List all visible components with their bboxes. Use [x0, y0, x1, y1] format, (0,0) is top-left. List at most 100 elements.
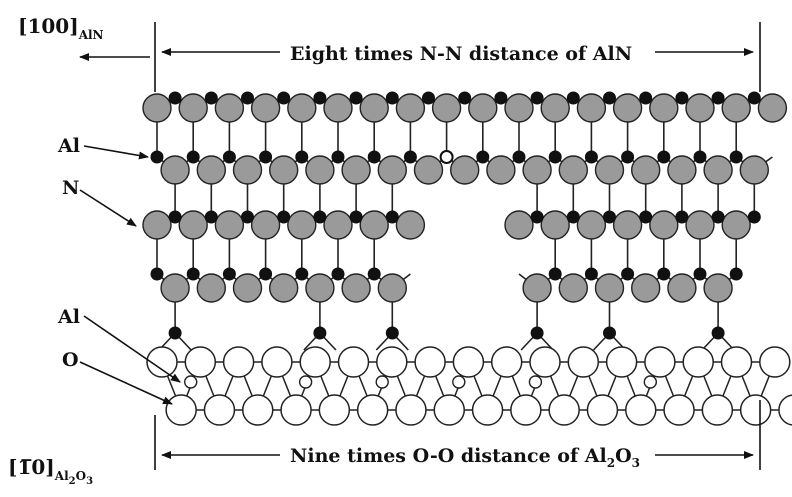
oxygen-atom: [433, 394, 465, 426]
nitrogen-atom: [287, 210, 317, 240]
aluminum-atom: [639, 210, 653, 224]
nitrogen-atom: [413, 155, 444, 185]
nitrogen-atom: [649, 210, 679, 240]
aluminum-atom: [639, 91, 653, 105]
nitrogen-atom: [359, 93, 389, 123]
nitrogen-atom: [703, 155, 733, 185]
nitrogen-atom: [323, 93, 353, 123]
bottom-span-label: Nine times O-O distance of Al2O3: [290, 445, 640, 470]
aluminum-atom: [259, 267, 273, 281]
nitrogen-atom: [377, 273, 407, 303]
aluminum-atom: [331, 267, 345, 281]
oxygen-atom: [567, 346, 600, 378]
nitrogen-atom: [232, 273, 263, 303]
pointer-al-top: [83, 145, 149, 160]
atom-labels: Al N Al O: [57, 135, 181, 405]
nitrogen-atom: [341, 155, 371, 185]
nitrogen-atom: [269, 155, 299, 185]
nitrogen-atom: [269, 273, 299, 303]
nitrogen-atom: [703, 273, 733, 303]
aluminum-atom: [693, 150, 707, 164]
aluminum-atom: [512, 150, 526, 164]
nitrogen-atom: [667, 273, 697, 303]
nitrogen-atom: [757, 93, 788, 123]
aluminum-atom: [222, 150, 236, 164]
aluminum-atom: [548, 267, 562, 281]
oxygen-atom: [605, 346, 638, 378]
bottom-span-post: O: [615, 445, 632, 467]
aluminum-atom: [168, 91, 182, 105]
aluminum-atom: [385, 91, 399, 105]
top-span-label: Eight times N-N distance of AlN: [290, 43, 632, 65]
nitrogen-atom: [522, 273, 552, 303]
aluminum-atom: [621, 150, 635, 164]
oxygen-atom: [739, 394, 772, 426]
bottom-span-sub2: 3: [632, 456, 640, 470]
oxygen-atom: [625, 394, 657, 426]
aluminum-atom: [675, 91, 689, 105]
aluminum-atom: [313, 91, 327, 105]
nitrogen-atom: [594, 273, 625, 303]
aluminum-atom: [186, 267, 200, 281]
aluminum-atom: [657, 267, 671, 281]
nitrogen-atom: [250, 210, 281, 240]
aluminum-atom: [204, 210, 218, 224]
aluminum-atom: [530, 326, 544, 340]
nitrogen-atom: [305, 273, 335, 303]
aluminum-atom: [385, 326, 399, 340]
sapphire-direction-main: [1̅0]: [8, 455, 55, 479]
nitrogen-atom: [631, 273, 661, 303]
aluminum-atom: [566, 210, 580, 224]
nitrogen-atom: [178, 93, 208, 123]
aluminum-atom: [711, 91, 725, 105]
aluminum-atom: [458, 91, 472, 105]
nitrogen-atom: [395, 210, 426, 240]
nitrogen-atom: [450, 155, 480, 185]
nitrogen-atom: [576, 210, 607, 240]
nitrogen-atom: [178, 210, 208, 240]
oxygen-atom: [644, 346, 676, 378]
aluminum-atom: [168, 210, 182, 224]
nitrogen-atom: [305, 155, 335, 185]
sapphire-aluminum-atom: [452, 375, 466, 389]
top-dimension: Eight times N-N distance of AlN [100]AlN: [18, 14, 761, 92]
pointer-al-bottom: [83, 315, 181, 383]
nitrogen-atom: [250, 93, 281, 123]
nitrogen-atom: [395, 93, 426, 123]
label-n: N: [62, 177, 79, 199]
aluminum-atom: [168, 326, 182, 340]
nitrogen-atom: [214, 93, 245, 123]
oxygen-atom: [452, 346, 485, 378]
aluminum-atom: [277, 210, 291, 224]
aluminum-atom: [349, 210, 363, 224]
sapphire-aluminum-atom: [643, 375, 658, 389]
nitrogen-atom: [667, 155, 697, 185]
oxygen-atom: [471, 394, 504, 426]
nitrogen-atom: [504, 93, 534, 123]
aluminum-atom: [747, 91, 761, 105]
nitrogen-atom: [685, 210, 715, 240]
nitrogen-atom: [160, 273, 190, 303]
sapphire-layer: [146, 332, 792, 426]
oxygen-atom: [299, 346, 331, 378]
oxygen-atom: [682, 346, 714, 378]
aluminum-atom: [566, 91, 580, 105]
nitrogen-atom: [142, 93, 172, 123]
oxygen-atom: [510, 394, 542, 426]
oxygen-atom: [548, 394, 580, 426]
sapphire-direction-sub3: O: [76, 469, 86, 483]
aluminum-atom: [657, 150, 671, 164]
aluminum-atom: [367, 150, 381, 164]
oxygen-atom: [759, 346, 791, 378]
aluminum-atom: [241, 91, 254, 105]
aluminum-atom: [548, 150, 562, 164]
aluminum-atom: [729, 267, 743, 281]
nitrogen-atom: [576, 93, 607, 123]
aluminum-atom: [603, 91, 616, 105]
nitrogen-atom: [287, 93, 317, 123]
aluminum-atom: [295, 267, 309, 281]
aluminum-atom: [530, 91, 544, 105]
aluminum-atom: [241, 210, 254, 224]
aluminum-atom: [259, 150, 273, 164]
nitrogen-atom: [649, 93, 679, 123]
